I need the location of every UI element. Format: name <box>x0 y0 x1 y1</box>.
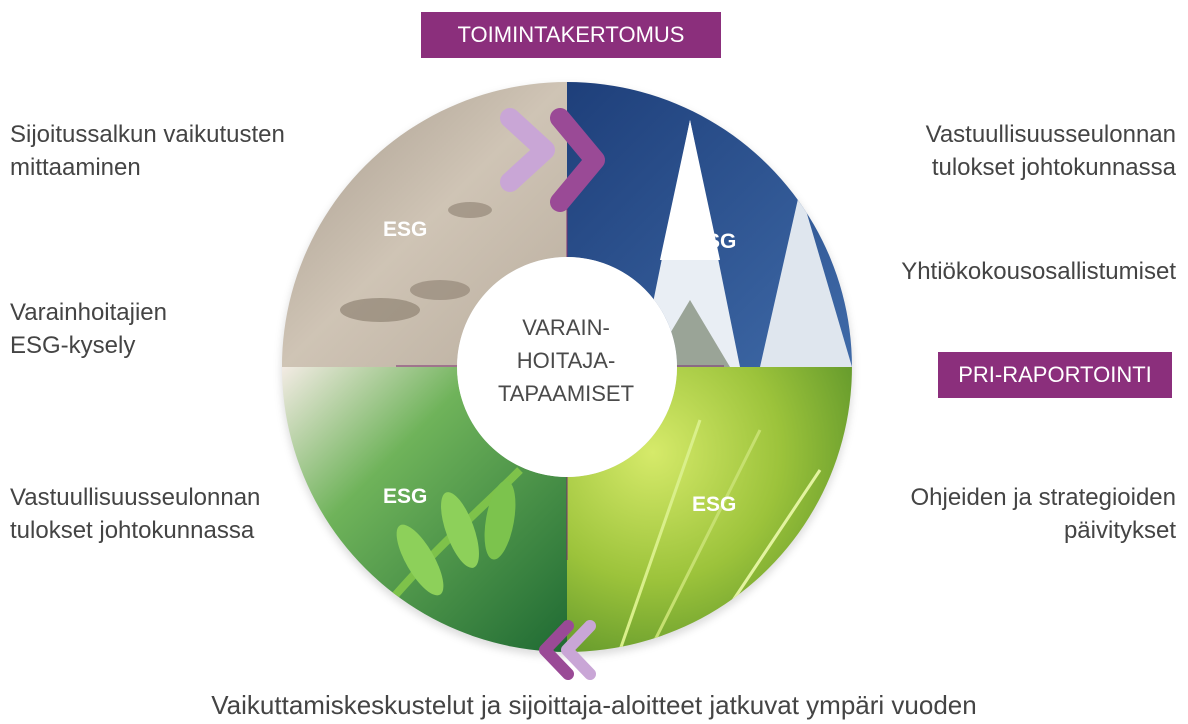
esg-tag-bottom-right: ESG <box>692 493 736 517</box>
esg-tag-top-right: ESG <box>692 230 736 254</box>
esg-tag-bottom-left: ESG <box>383 485 427 509</box>
esg-tag-top-left: ESG <box>383 218 427 242</box>
center-label: VARAIN- HOITAJA- TAPAAMISET <box>466 311 666 410</box>
bottom-caption: Vaikuttamiskeskustelut ja sijoittaja-alo… <box>0 690 1188 721</box>
